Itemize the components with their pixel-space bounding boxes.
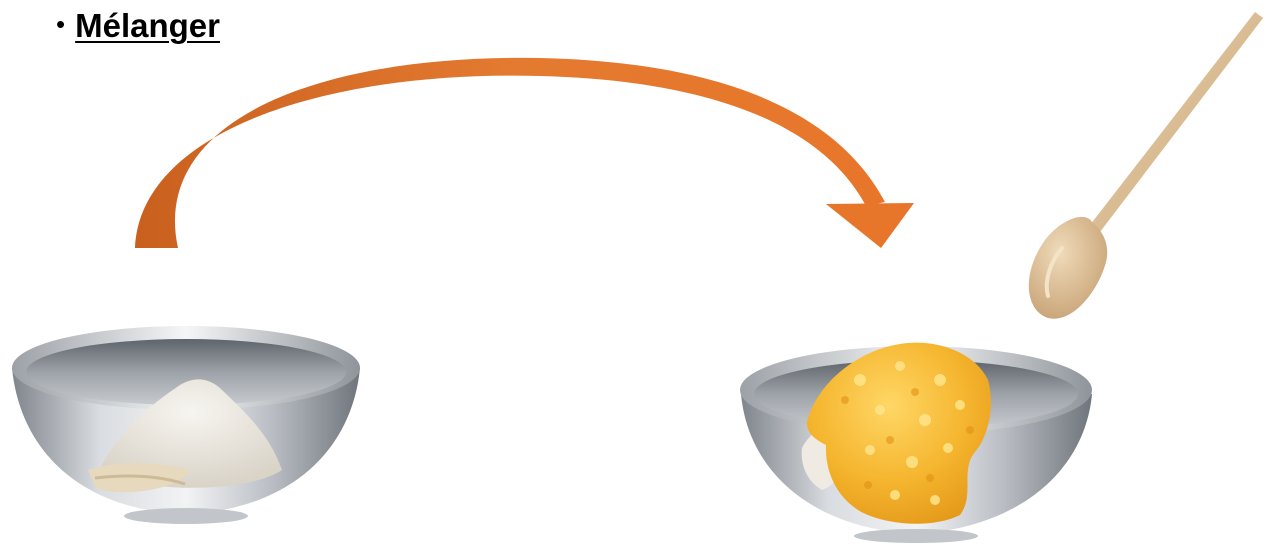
flour-bowl-icon [12,326,360,524]
wooden-spoon-icon [1029,12,1263,319]
egg-mixture-bowl-icon [740,343,1092,543]
curved-arrow-icon [135,58,914,248]
